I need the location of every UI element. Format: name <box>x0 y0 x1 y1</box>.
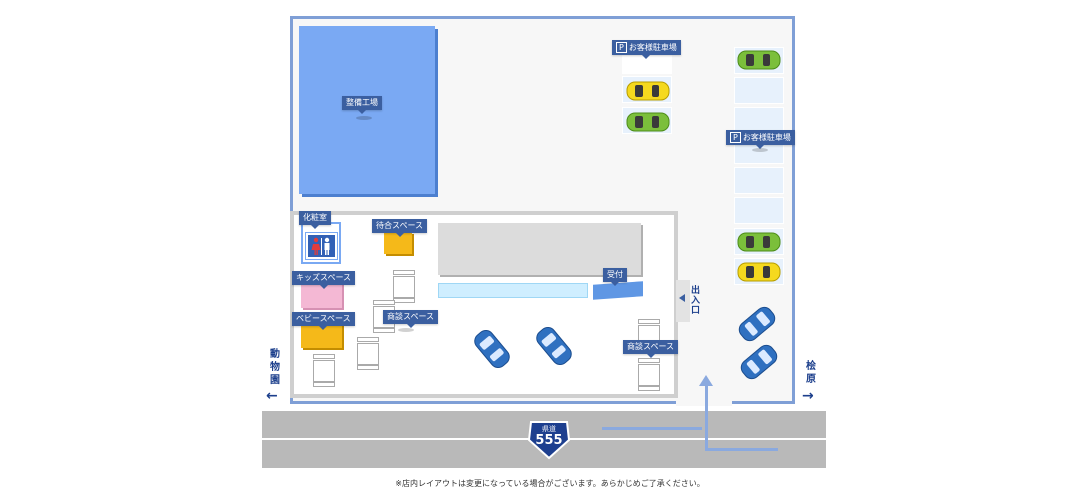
workshop-pin-shadow <box>356 116 372 120</box>
parking-slot <box>734 197 784 224</box>
showroom-car-1 <box>474 330 510 368</box>
road-shield-icon <box>527 421 571 460</box>
meeting-space-label-2: 商談スペース <box>623 340 679 358</box>
entrance-label: 出入口 <box>691 286 701 316</box>
waiting-space-block <box>384 232 412 254</box>
reception-label: 受付 <box>603 268 627 286</box>
showroom-car-2 <box>536 327 572 365</box>
site-exit-gap <box>676 400 732 406</box>
restroom-label: 化粧室 <box>299 211 331 229</box>
parking-icon: P <box>730 132 741 143</box>
route-line-horizontal-1 <box>602 427 702 430</box>
waiting-space-label: 待合スペース <box>372 219 428 237</box>
route-line-vertical <box>705 385 708 451</box>
meeting-space-label-1: 商談スペース <box>383 310 439 328</box>
parked-car-yellow-2 <box>737 262 781 282</box>
entrance-arrow-icon <box>679 294 685 302</box>
workshop-building <box>299 26 435 194</box>
footnote: ※店内レイアウトは変更になっている場合がございます。あらかじめご了承ください。 <box>395 479 705 488</box>
parked-car-green-2 <box>737 50 781 70</box>
parked-car-green-1 <box>626 112 670 132</box>
left-arrow-icon: ← <box>266 388 278 404</box>
meeting-space-pin-shadow-1 <box>398 328 414 332</box>
road-number-label: 555 <box>535 433 563 448</box>
moving-car-2 <box>740 344 778 380</box>
route-line-horizontal-2 <box>706 448 778 451</box>
road-type-label: 県道 <box>542 425 556 433</box>
baby-space-label: ベビースペース <box>292 312 355 330</box>
parked-car-green-3 <box>737 232 781 252</box>
kids-space-label: キッズスペース <box>292 271 356 289</box>
right-arrow-icon: → <box>802 388 814 404</box>
parked-car-yellow-1 <box>626 81 670 101</box>
display-area <box>438 223 641 275</box>
direction-right-label: 桧原 <box>806 361 816 385</box>
workshop-label: 整備工場 <box>342 96 382 114</box>
parking-slot <box>734 77 784 104</box>
direction-left-label: 動物園 <box>270 349 280 386</box>
parking-icon: P <box>616 42 627 53</box>
route-arrow-head-icon <box>699 375 713 386</box>
service-counter <box>438 283 588 298</box>
parking-slot <box>734 167 784 194</box>
parking-pin-shadow-2 <box>752 148 768 152</box>
restroom-icon <box>305 232 338 260</box>
moving-car-1 <box>738 306 776 342</box>
